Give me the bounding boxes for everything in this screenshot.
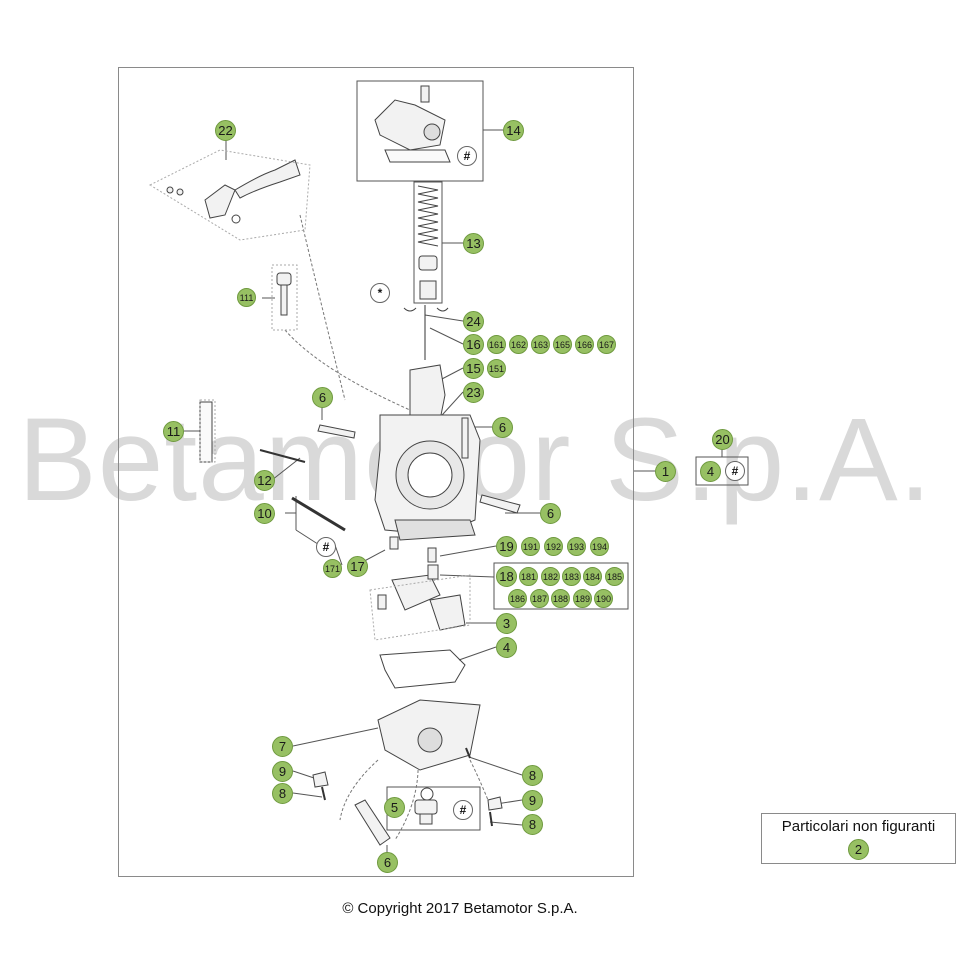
- part-callout-184[interactable]: 184: [583, 567, 602, 586]
- part-callout-151[interactable]: 151: [487, 359, 506, 378]
- marker-hash: #: [316, 537, 336, 557]
- part-callout-9[interactable]: 9: [522, 790, 543, 811]
- group-box-throttle-cap: [356, 80, 484, 182]
- group-box-jets: [493, 562, 629, 610]
- part-callout-18[interactable]: 18: [496, 566, 517, 587]
- part-callout-15[interactable]: 15: [463, 358, 484, 379]
- copyright-notice: © Copyright 2017 Betamotor S.p.A.: [342, 900, 578, 917]
- part-callout-10[interactable]: 10: [254, 503, 275, 524]
- part-callout-161[interactable]: 161: [487, 335, 506, 354]
- marker-hash: #: [725, 461, 745, 481]
- part-callout-3[interactable]: 3: [496, 613, 517, 634]
- not-pictured-box: Particolari non figuranti 2: [761, 813, 956, 864]
- not-pictured-label: Particolari non figuranti: [781, 818, 936, 835]
- part-callout-6[interactable]: 6: [492, 417, 513, 438]
- part-callout-165[interactable]: 165: [553, 335, 572, 354]
- part-callout-8[interactable]: 8: [272, 783, 293, 804]
- part-callout-14[interactable]: 14: [503, 120, 524, 141]
- part-callout-2[interactable]: 2: [848, 839, 869, 860]
- marker-hash: #: [457, 146, 477, 166]
- part-callout-11[interactable]: 11: [163, 421, 184, 442]
- part-callout-16[interactable]: 16: [463, 334, 484, 355]
- part-callout-188[interactable]: 188: [551, 589, 570, 608]
- part-callout-8[interactable]: 8: [522, 765, 543, 786]
- part-callout-181[interactable]: 181: [519, 567, 538, 586]
- part-callout-163[interactable]: 163: [531, 335, 550, 354]
- marker-hash: #: [453, 800, 473, 820]
- part-callout-4[interactable]: 4: [700, 461, 721, 482]
- part-callout-183[interactable]: 183: [562, 567, 581, 586]
- part-callout-20[interactable]: 20: [712, 429, 733, 450]
- part-callout-182[interactable]: 182: [541, 567, 560, 586]
- part-callout-7[interactable]: 7: [272, 736, 293, 757]
- marker-star: *: [370, 283, 390, 303]
- part-callout-187[interactable]: 187: [530, 589, 549, 608]
- part-callout-4[interactable]: 4: [496, 637, 517, 658]
- part-callout-167[interactable]: 167: [597, 335, 616, 354]
- part-callout-166[interactable]: 166: [575, 335, 594, 354]
- part-callout-191[interactable]: 191: [521, 537, 540, 556]
- part-callout-13[interactable]: 13: [463, 233, 484, 254]
- part-callout-24[interactable]: 24: [463, 311, 484, 332]
- part-callout-12[interactable]: 12: [254, 470, 275, 491]
- part-callout-192[interactable]: 192: [544, 537, 563, 556]
- part-callout-194[interactable]: 194: [590, 537, 609, 556]
- part-callout-5[interactable]: 5: [384, 797, 405, 818]
- part-callout-1[interactable]: 1: [655, 461, 676, 482]
- part-callout-185[interactable]: 185: [605, 567, 624, 586]
- part-callout-171[interactable]: 171: [323, 559, 342, 578]
- part-callout-6[interactable]: 6: [540, 503, 561, 524]
- part-callout-8[interactable]: 8: [522, 814, 543, 835]
- part-callout-186[interactable]: 186: [508, 589, 527, 608]
- part-callout-189[interactable]: 189: [573, 589, 592, 608]
- part-callout-19[interactable]: 19: [496, 536, 517, 557]
- exploded-view-frame: [118, 67, 634, 877]
- part-callout-9[interactable]: 9: [272, 761, 293, 782]
- part-callout-17[interactable]: 17: [347, 556, 368, 577]
- part-callout-23[interactable]: 23: [463, 382, 484, 403]
- part-callout-22[interactable]: 22: [215, 120, 236, 141]
- part-callout-111[interactable]: 111: [237, 288, 256, 307]
- part-callout-190[interactable]: 190: [594, 589, 613, 608]
- part-callout-193[interactable]: 193: [567, 537, 586, 556]
- part-callout-6[interactable]: 6: [377, 852, 398, 873]
- part-callout-6[interactable]: 6: [312, 387, 333, 408]
- part-callout-162[interactable]: 162: [509, 335, 528, 354]
